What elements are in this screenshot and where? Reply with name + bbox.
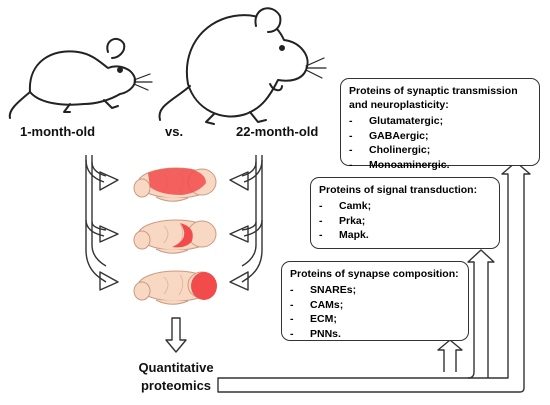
box-list: -Camk; -Prka; -Mapk. — [319, 199, 491, 243]
output-label-line1: Quantitative — [138, 360, 214, 375]
synaptic-transmission-box: Proteins of synaptic transmission and ne… — [340, 78, 540, 171]
young-mouse-illustration — [8, 37, 153, 119]
list-item: -Camk; — [319, 200, 372, 212]
list-item: -SNAREs; — [290, 284, 357, 296]
list-item: -PNNs. — [290, 327, 341, 340]
box-title: and neuroplasticity: — [349, 99, 449, 111]
box-title: Proteins of synapse composition: — [290, 268, 459, 280]
list-item: -Prka; — [319, 214, 366, 227]
young-to-brain-arrows — [85, 155, 119, 291]
old-mouse-illustration — [158, 7, 327, 125]
old-age-label: 22-month-old — [236, 124, 319, 139]
young-age-label: 1-month-old — [20, 124, 96, 139]
down-arrow — [165, 317, 187, 353]
synapse-composition-box: Proteins of synapse composition: -SNAREs… — [281, 261, 469, 341]
brain-cortex-highlight — [133, 167, 217, 202]
box-list: -Glutamatergic; -GABAergic; -Cholinergic… — [349, 114, 531, 172]
list-item: -ECM; — [290, 313, 337, 325]
brain-cerebellum-highlight — [133, 270, 217, 305]
old-to-brain-arrows — [229, 155, 263, 291]
box-title: Proteins of signal transduction: — [319, 184, 478, 196]
box-list: -SNAREs; -CAMs; -ECM; -PNNs. — [290, 283, 460, 341]
box-title: Proteins of synaptic transmission — [349, 85, 518, 97]
signal-transduction-box: Proteins of signal transduction: -Camk; … — [310, 177, 500, 249]
list-item: -Glutamatergic; — [349, 115, 444, 127]
versus-label: vs. — [165, 124, 184, 139]
list-item: -Monoaminergic. — [349, 158, 450, 171]
output-label-line2: proteomics — [140, 378, 212, 393]
list-item: -GABAergic; — [349, 129, 429, 142]
list-item: -Cholinergic; — [349, 144, 431, 156]
list-item: -CAMs; — [290, 298, 344, 311]
list-item: -Mapk. — [319, 229, 369, 241]
brain-hippocampus-highlight — [133, 219, 217, 254]
